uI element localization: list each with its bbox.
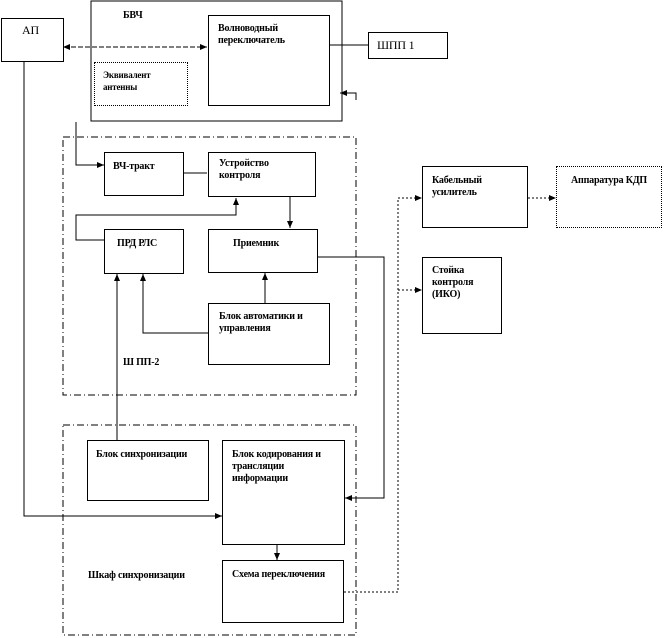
sync-cabinet-frame xyxy=(62,424,357,636)
waveguide-switch-block: Волноводный переключатель xyxy=(208,15,330,106)
prd-control-link xyxy=(75,198,239,241)
shpp2-frame xyxy=(62,136,357,396)
antenna-equivalent-block: Эквивалент антенны xyxy=(94,62,188,106)
automation-unit-label: Блок автоматики и управления xyxy=(219,311,303,334)
waveguide-switch-label: Волноводный переключатель xyxy=(218,23,285,46)
switch-outputs-link xyxy=(344,195,422,593)
coding-unit-block: Блок кодирования и трансляции информации xyxy=(222,440,345,545)
receiver-block: Приемник xyxy=(208,229,318,273)
ap-coding-link xyxy=(23,62,222,519)
shpp1-label: ШПП 1 xyxy=(377,38,415,52)
control-device-block: Устройство контроля xyxy=(208,152,316,197)
automation-unit-block: Блок автоматики и управления xyxy=(208,303,330,365)
kdp-equipment-label: Аппаратура КДП xyxy=(571,175,647,186)
bvch-label: БВЧ xyxy=(123,10,143,21)
switch-circuit-block: Схема переключения xyxy=(222,560,344,623)
cable-amplifier-block: Кабельный усилитель xyxy=(422,166,528,228)
coding-unit-label: Блок кодирования и трансляции информации xyxy=(232,449,321,484)
automation-prd-link xyxy=(140,274,208,334)
sync-cabinet-label: Шкаф синхронизации xyxy=(88,570,185,581)
antenna-equivalent-label: Эквивалент антенны xyxy=(103,70,151,92)
receiver-label: Приемник xyxy=(233,238,280,249)
control-rack-label: Стойка контроля (ИКО) xyxy=(432,265,474,300)
ap-block: АП xyxy=(1,18,64,62)
rf-path-label: ВЧ-тракт xyxy=(113,161,155,172)
cable-amplifier-label: Кабельный усилитель xyxy=(432,175,482,198)
kdp-equipment-block: Аппаратура КДП xyxy=(556,166,662,228)
ap-label: АП xyxy=(22,23,39,37)
control-device-label: Устройство контроля xyxy=(219,158,269,181)
receiver-coding-link xyxy=(318,256,385,501)
transmitter-block: ПРД РЛС xyxy=(104,229,184,274)
switch-feedback-link xyxy=(340,90,357,100)
switch-circuit-label: Схема переключения xyxy=(232,569,325,580)
sync-unit-label: Блок синхронизации xyxy=(96,449,188,460)
shpp2-label: Ш ПП-2 xyxy=(123,357,160,368)
sync-unit-block: Блок синхронизации xyxy=(87,440,209,501)
bvch-frame xyxy=(90,0,343,122)
control-rack-block: Стойка контроля (ИКО) xyxy=(422,257,502,334)
bvch-rf-link xyxy=(75,122,104,168)
rf-path-block: ВЧ-тракт xyxy=(104,152,184,196)
shpp1-block: ШПП 1 xyxy=(368,32,448,59)
transmitter-label: ПРД РЛС xyxy=(117,238,158,249)
